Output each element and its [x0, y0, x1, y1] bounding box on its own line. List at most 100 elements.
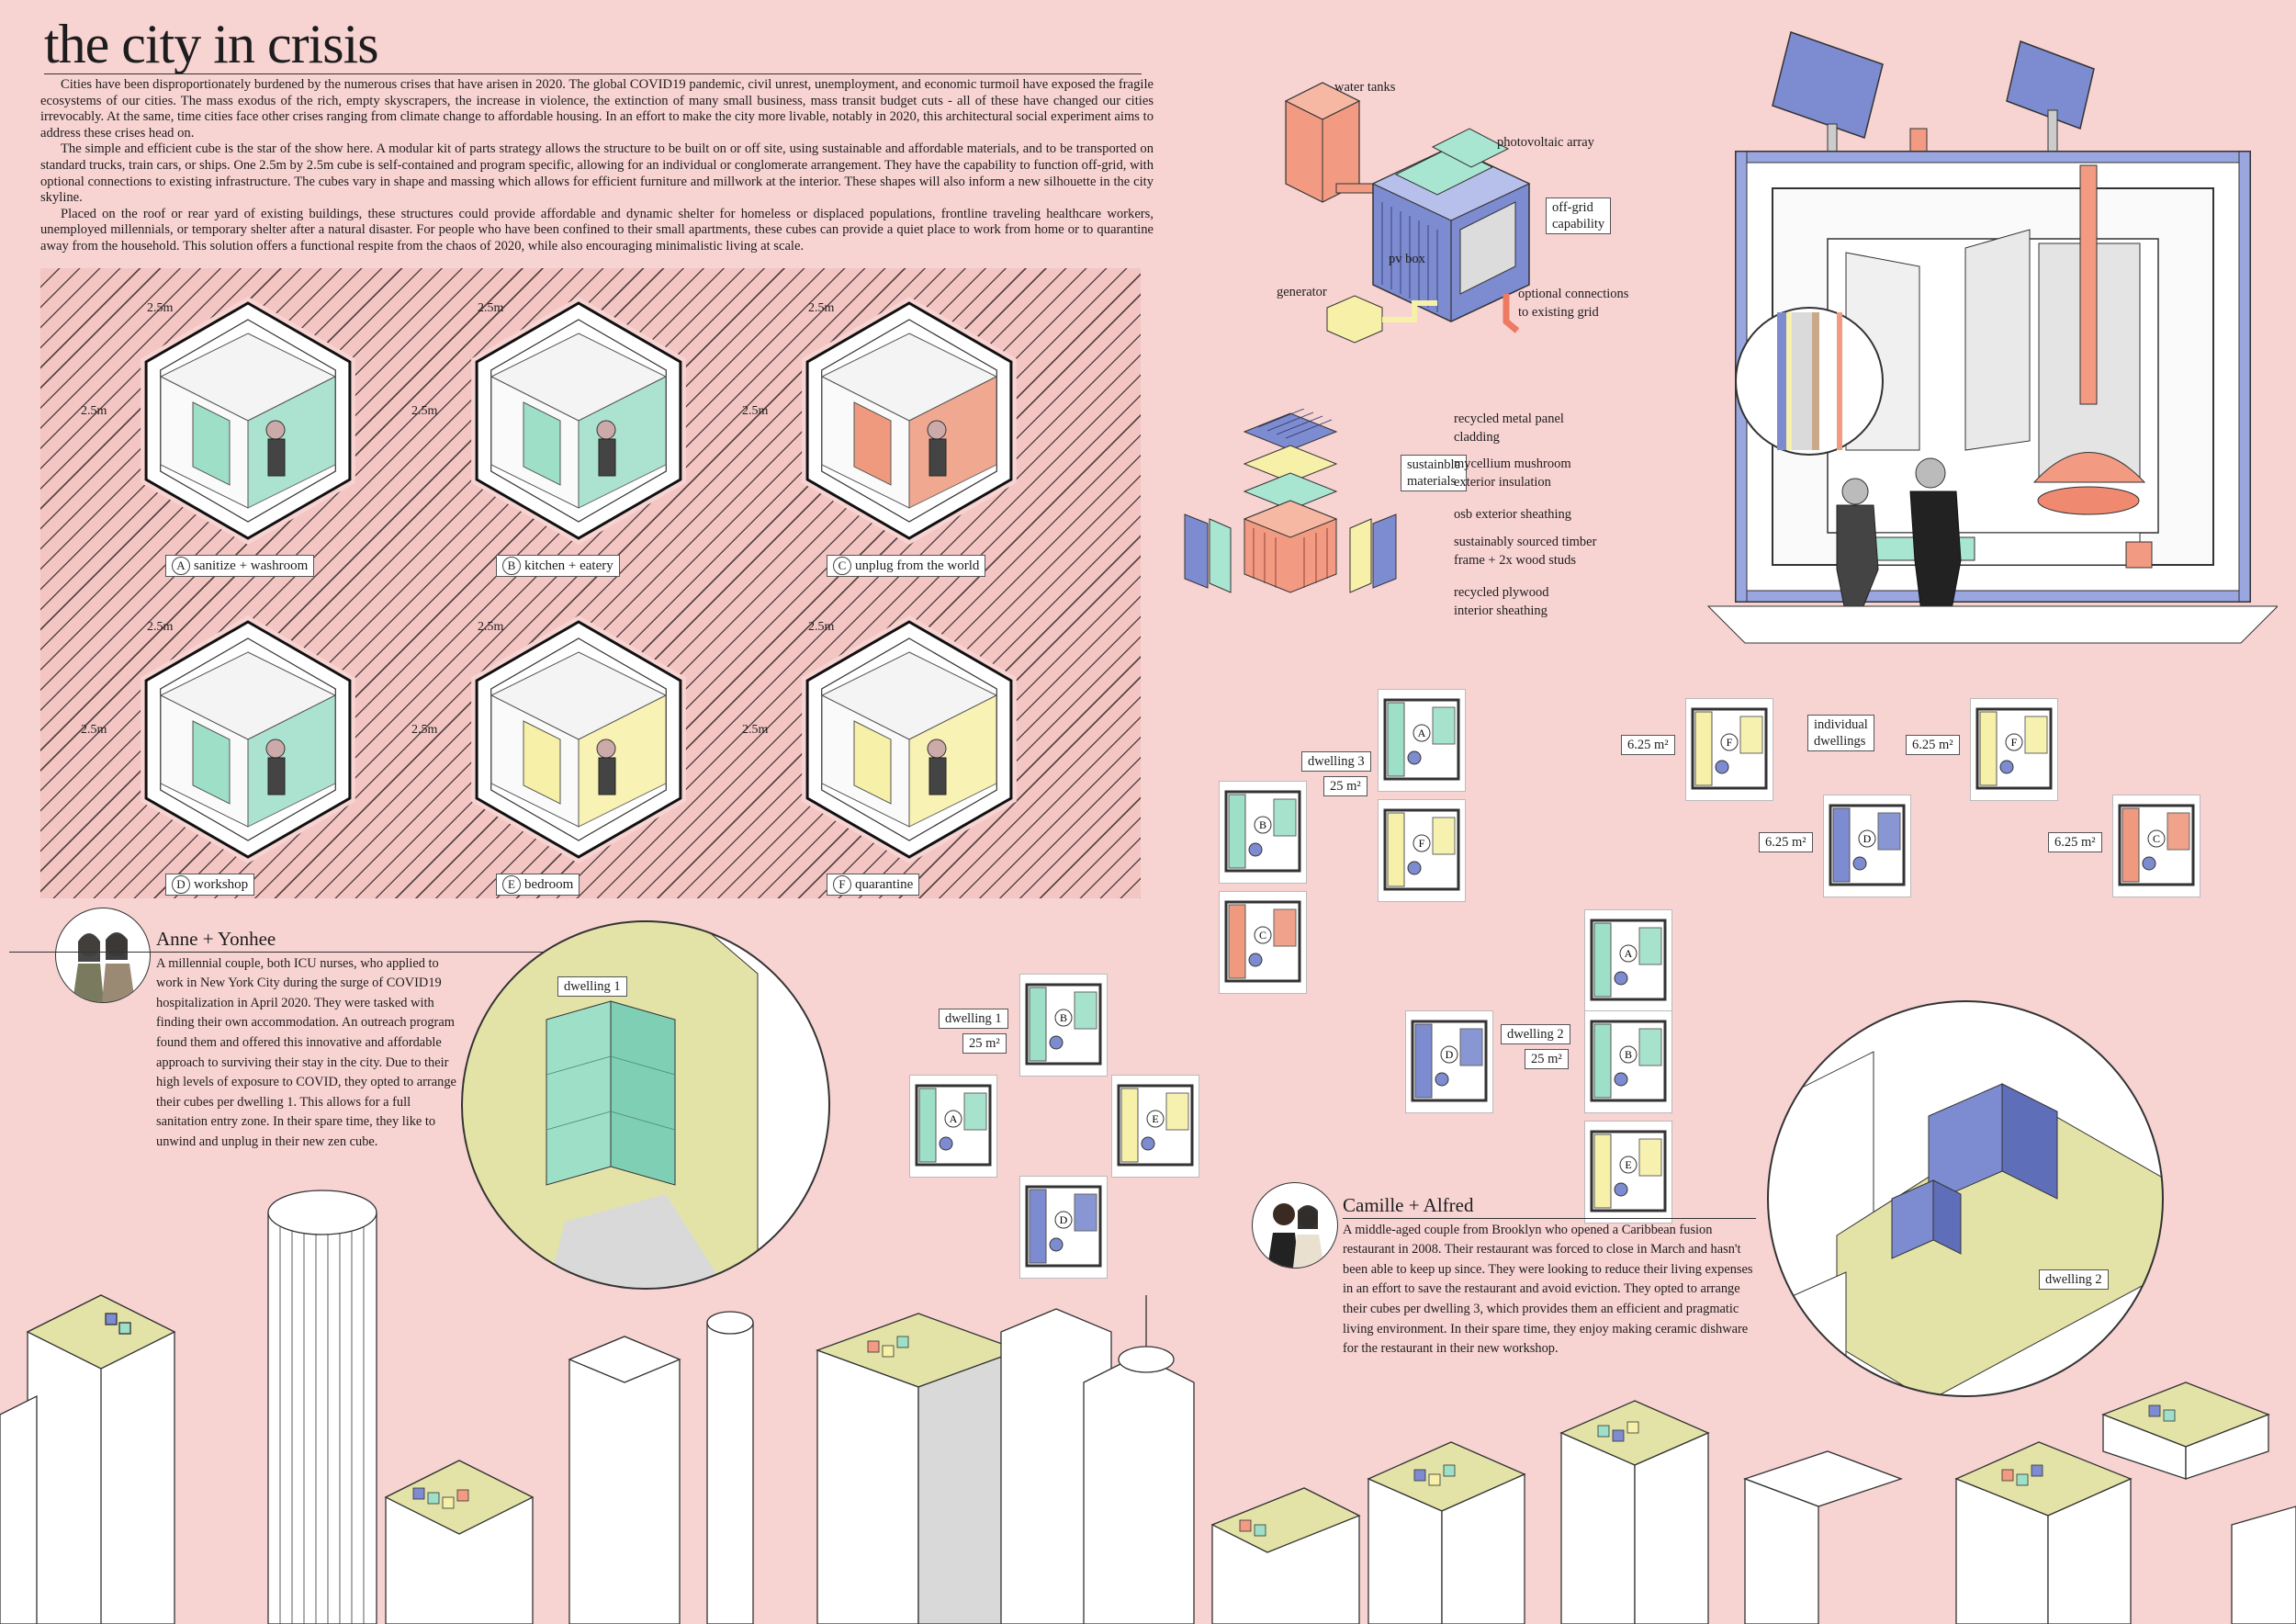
city-skyline	[0, 1190, 2296, 1624]
material-plywood: recycled plywood interior sheathing	[1454, 583, 1548, 620]
svg-text:D: D	[1060, 1213, 1068, 1226]
dimension-label: 2.5m	[147, 301, 174, 315]
dimension-label: 2.5m	[742, 723, 769, 737]
bio-rule	[1343, 1217, 1756, 1219]
label-line: cladding	[1454, 430, 1500, 445]
svg-text:F: F	[1419, 837, 1425, 850]
svg-text:E: E	[1625, 1158, 1631, 1171]
plan-module: D	[1019, 1176, 1108, 1279]
cube-illustration	[802, 297, 1017, 545]
plan-module-drawing: C	[2112, 795, 2200, 897]
svg-text:A: A	[950, 1112, 958, 1125]
cube-program-name: bedroom	[524, 877, 574, 892]
label-line: interior sheathing	[1454, 603, 1548, 618]
label-line: frame + 2x wood studs	[1454, 553, 1577, 568]
plan-module-drawing: E	[1111, 1075, 1199, 1178]
cube-program-name: unplug from the world	[855, 558, 980, 573]
dimension-label: 2.5m	[478, 620, 504, 634]
plan-module-drawing: F	[1685, 698, 1773, 801]
dimension-label: 2.5m	[478, 301, 504, 315]
plan-module: F	[1685, 698, 1773, 801]
plan-module-drawing: A	[1584, 909, 1672, 1012]
label-line: dwellings	[1814, 734, 1866, 749]
plan-module: F	[1378, 799, 1466, 902]
label-line: sustainble	[1407, 457, 1460, 472]
plan-module-drawing: C	[1219, 891, 1307, 994]
label-line: to existing grid	[1518, 305, 1599, 320]
exploded-material-diagram	[1184, 409, 1397, 593]
bio-anne-yonhee: Anne + Yonhee A millennial couple, both …	[9, 929, 560, 1153]
dwelling-2-site-vignette	[1767, 1000, 2164, 1397]
svg-text:B: B	[1259, 818, 1266, 831]
label-line: recycled metal panel	[1454, 412, 1564, 426]
plan-module: A	[1378, 689, 1466, 792]
plan-module: A	[1584, 909, 1672, 1012]
cube-program-name: kitchen + eatery	[524, 558, 613, 573]
plan-module: B	[1219, 781, 1307, 884]
plan-module-drawing: A	[909, 1075, 997, 1178]
dimension-label: 2.5m	[742, 404, 769, 418]
dimension-label: 2.5m	[808, 620, 835, 634]
label-generator: generator	[1277, 285, 1327, 299]
dimension-label: 2.5m	[81, 404, 107, 418]
label-sustainable-materials: sustainble materials	[1401, 455, 1467, 491]
plan-module-drawing: B	[1219, 781, 1307, 884]
cube-letter: E	[502, 875, 521, 894]
cube-letter: B	[502, 557, 521, 575]
plan-module: C	[1219, 891, 1307, 994]
material-osb: osb exterior sheathing	[1454, 505, 1571, 524]
svg-text:C: C	[2153, 832, 2160, 845]
material-recycled-metal: recycled metal panel cladding	[1454, 410, 1564, 446]
plan-module-drawing: D	[1823, 795, 1911, 897]
cube-program-name: quarantine	[855, 877, 914, 892]
plan-module: D	[1405, 1010, 1493, 1113]
plan-module: A	[909, 1075, 997, 1178]
plan-module: B	[1019, 974, 1108, 1077]
plan-module-drawing: F	[1970, 698, 2058, 801]
label-line: off-grid	[1552, 200, 1593, 215]
area-individual: 6.25 m²	[1621, 735, 1675, 755]
label-line: sustainably sourced timber	[1454, 535, 1597, 549]
avatar-camille-alfred	[1252, 1182, 1338, 1269]
cube-program-name: workshop	[194, 877, 249, 892]
svg-text:D: D	[1863, 832, 1872, 845]
plan-module: C	[2112, 795, 2200, 897]
cube-letter: F	[833, 875, 851, 894]
dimension-label: 2.5m	[147, 620, 174, 634]
plan-module-drawing: A	[1378, 689, 1466, 792]
bio-camille-alfred: Camille + Alfred A middle-aged couple fr…	[1343, 1195, 1765, 1359]
area-dwelling-1: 25 m²	[962, 1033, 1007, 1054]
cube-letter: A	[172, 557, 190, 575]
off-grid-system-diagram	[1284, 82, 1531, 344]
title-rule	[44, 73, 1142, 74]
label-line: capability	[1552, 217, 1605, 231]
intro-paragraph: Placed on the roof or rear yard of exist…	[40, 206, 1154, 254]
label-line: individual	[1814, 717, 1868, 732]
plan-module: D	[1823, 795, 1911, 897]
svg-text:B: B	[1625, 1048, 1632, 1061]
area-individual: 6.25 m²	[1906, 735, 1960, 755]
label-dwelling-1: dwelling 1	[939, 1009, 1008, 1029]
label-dwelling-3: dwelling 3	[1301, 751, 1371, 772]
material-mycelium: mycellium mushroom exterior insulation	[1454, 455, 1571, 491]
label-optional-connections: optional connections to existing grid	[1518, 285, 1628, 321]
label-dwelling-1-site: dwelling 1	[557, 976, 627, 997]
svg-text:D: D	[1446, 1048, 1454, 1061]
dimension-label: 2.5m	[81, 723, 107, 737]
cube-section-drawing	[1706, 31, 2278, 644]
label-dwelling-2: dwelling 2	[1501, 1024, 1570, 1044]
dimension-label: 2.5m	[808, 301, 835, 315]
label-line: materials	[1407, 474, 1457, 489]
plan-module-drawing: B	[1584, 1010, 1672, 1113]
cube-illustration	[141, 297, 355, 545]
avatar-anne-yonhee	[55, 908, 151, 1003]
label-water-tanks: water tanks	[1334, 80, 1396, 95]
svg-text:E: E	[1152, 1112, 1158, 1125]
